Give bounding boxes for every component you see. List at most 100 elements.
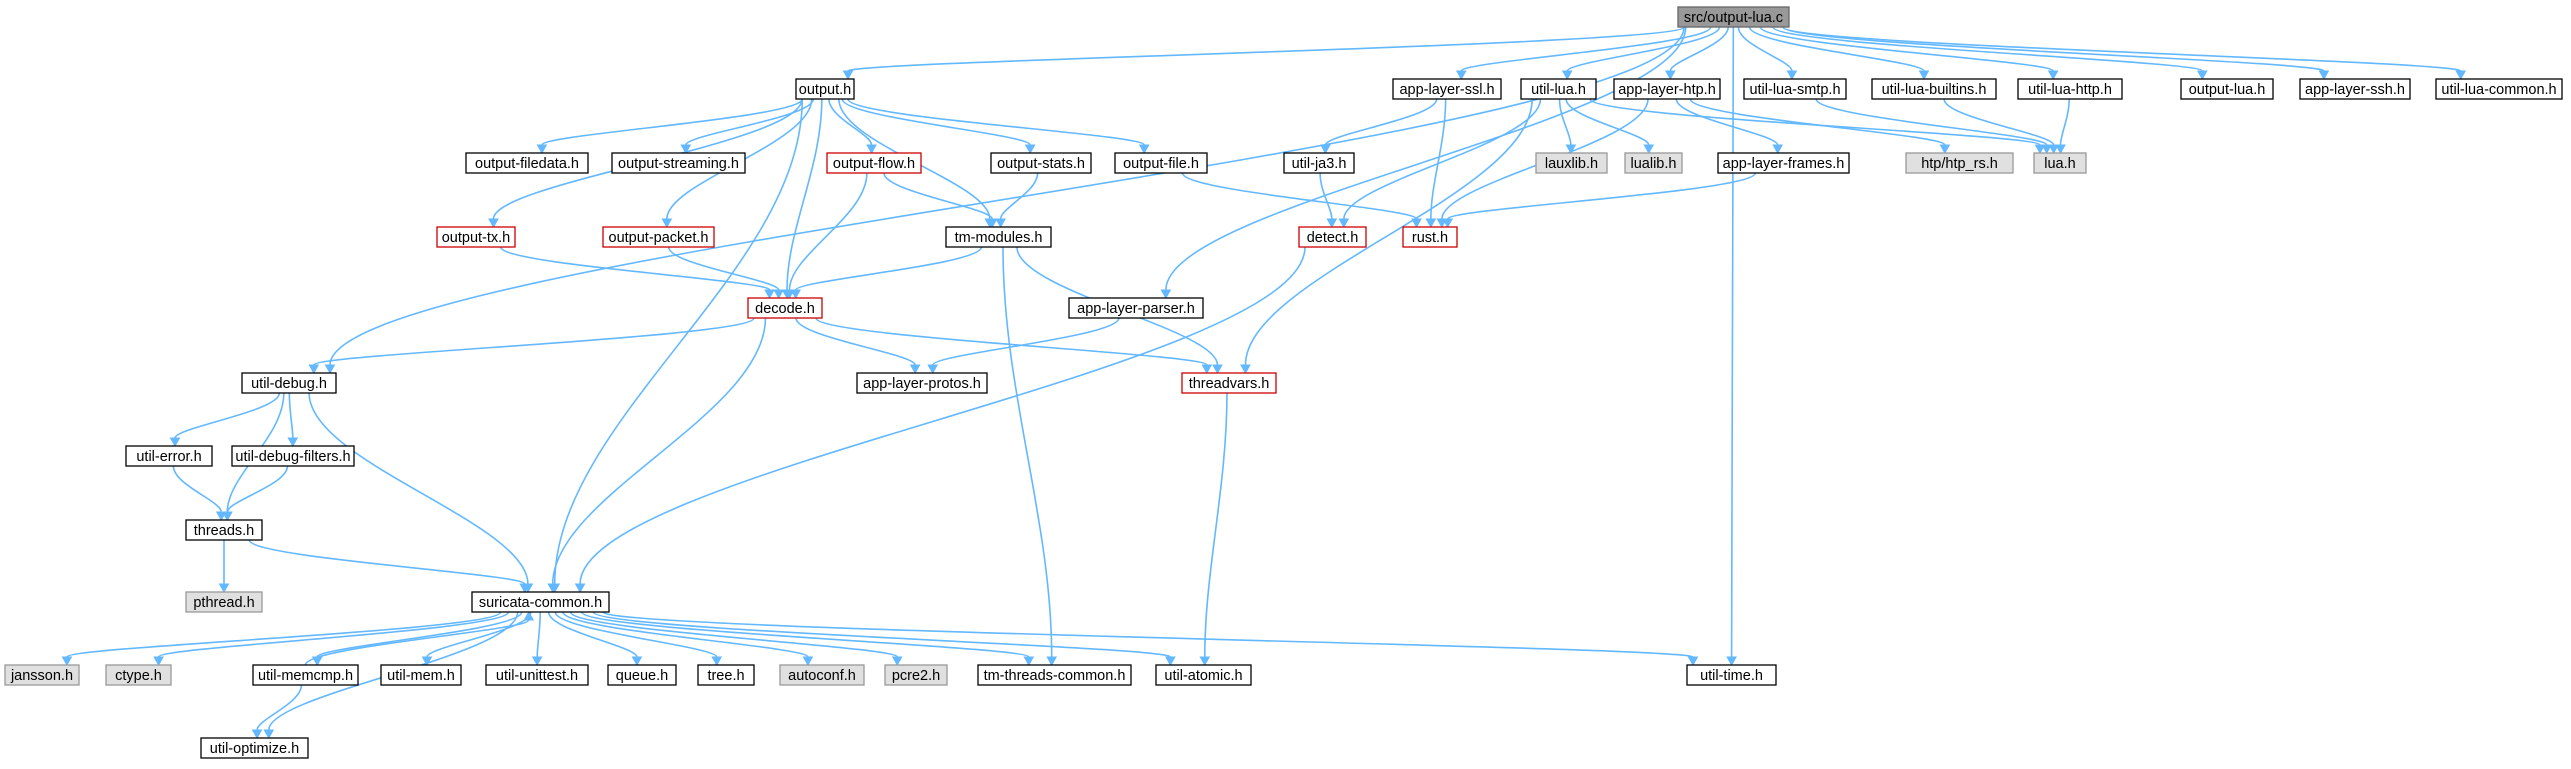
edge-root-to-util-lua-http: [1759, 26, 2059, 81]
node-util-atomic-h[interactable]: util-atomic.h: [1155, 664, 1252, 686]
node-label: output-filedata.h: [475, 156, 579, 172]
edge-arrowhead: [1455, 70, 1467, 81]
node-suricata-common-h[interactable]: suricata-common.h: [471, 591, 610, 613]
edge-line: [1343, 98, 1542, 220]
edge-line: [1748, 26, 1925, 72]
edge-arrowhead: [1561, 70, 1573, 81]
node-box: [1535, 152, 1608, 174]
node-util-lua-builtins-h[interactable]: util-lua-builtins.h: [1871, 78, 1997, 100]
edge-arrowhead: [547, 583, 559, 594]
edge-line: [1319, 172, 1333, 220]
node-app-layer-ssh-h[interactable]: app-layer-ssh.h: [2299, 78, 2411, 100]
node-box: [884, 664, 948, 686]
node-box: [485, 664, 589, 686]
node-decode-h[interactable]: decode.h: [747, 297, 823, 319]
node-app-layer-frames-h[interactable]: app-layer-frames.h: [1717, 152, 1850, 174]
node-app-layer-parser-h[interactable]: app-layer-parser.h: [1068, 297, 1204, 319]
edge-arrowhead: [1326, 218, 1338, 229]
edge-arrowhead: [711, 656, 723, 667]
edge-arrowhead: [1918, 70, 1930, 81]
node-output-stats-h[interactable]: output-stats.h: [990, 152, 1092, 174]
edge-arrowhead: [995, 218, 1006, 229]
node-util-debug-h[interactable]: util-debug.h: [241, 372, 337, 394]
edge-arrowhead: [574, 583, 586, 594]
edge-output-h-to-decode-h: [781, 98, 823, 300]
edge-arrowhead: [287, 437, 299, 448]
edge-arrowhead: [2048, 144, 2060, 155]
node-label: app-layer-frames.h: [1723, 156, 1845, 172]
edge-threadvars-to-util-atomic: [1199, 392, 1228, 667]
edge-line: [1430, 98, 1447, 220]
edge-line: [815, 317, 1208, 366]
node-util-lua-common-h[interactable]: util-lua-common.h: [2435, 78, 2563, 100]
node-util-lua-h[interactable]: util-lua.h: [1520, 78, 1597, 100]
node-box: [1871, 78, 1997, 100]
node-label: lualib.h: [1631, 156, 1677, 172]
node-box: [2180, 78, 2274, 100]
node-rust-h[interactable]: rust.h: [1402, 226, 1458, 248]
edge-util-lua-http-to-lua-h: [2055, 98, 2070, 155]
edge-line: [1669, 26, 1729, 72]
edge-line: [304, 619, 530, 666]
edge-arrowhead: [222, 511, 233, 522]
node-util-unittest-h[interactable]: util-unittest.h: [485, 664, 589, 686]
node-label: suricata-common.h: [479, 595, 602, 611]
node-util-optimize-h[interactable]: util-optimize.h: [200, 737, 309, 759]
node-util-lua-smtp-h[interactable]: util-lua-smtp.h: [1743, 78, 1847, 100]
node-queue-h[interactable]: queue.h: [607, 664, 677, 686]
node-label: queue.h: [616, 668, 668, 684]
edge-line: [847, 98, 1145, 146]
node-label: output.h: [799, 82, 851, 98]
node-output-filedata-h[interactable]: output-filedata.h: [465, 152, 589, 174]
edge-line: [536, 611, 542, 658]
node-util-lua-http-h[interactable]: util-lua-http.h: [2017, 78, 2123, 100]
edge-line: [1782, 26, 2325, 72]
node-output-tx-h[interactable]: output-tx.h: [436, 226, 516, 248]
node-output-lua-h[interactable]: output-lua.h: [2180, 78, 2274, 100]
node-output-packet-h[interactable]: output-packet.h: [602, 226, 715, 248]
edge-arrowhead: [2318, 70, 2330, 81]
node-util-time-h[interactable]: util-time.h: [1686, 664, 1777, 686]
node-label: ctype.h: [115, 668, 162, 684]
node-output-h[interactable]: output.h: [795, 78, 855, 100]
node-app-layer-ssl-h[interactable]: app-layer-ssl.h: [1392, 78, 1502, 100]
edge-root-to-app-layer-ssl: [1455, 26, 1712, 81]
edge-suricata-common-to-queue-h: [547, 611, 643, 667]
edge-arrowhead: [2047, 70, 2059, 81]
node-util-error-h[interactable]: util-error.h: [125, 445, 213, 467]
edge-suricata-common-to-util-time: [602, 611, 1699, 667]
node-threadvars-h[interactable]: threadvars.h: [1181, 372, 1277, 394]
node-src-output-lua-c[interactable]: src/output-lua.c: [1677, 6, 1790, 28]
node-label: app-layer-ssh.h: [2305, 82, 2405, 98]
node-output-file-h[interactable]: output-file.h: [1114, 152, 1208, 174]
edge-app-layer-frames-to-rust-h: [1442, 172, 1757, 229]
node-app-layer-protos-h[interactable]: app-layer-protos.h: [856, 372, 988, 394]
node-box: [1181, 372, 1277, 394]
node-box: [977, 664, 1132, 686]
node-label: threads.h: [194, 523, 254, 539]
node-label: tree.h: [707, 668, 744, 684]
node-label: rust.h: [1412, 230, 1448, 246]
node-lua-h: lua.h: [2033, 152, 2087, 174]
node-util-ja3-h[interactable]: util-ja3.h: [1283, 152, 1355, 174]
node-util-memcmp-h[interactable]: util-memcmp.h: [252, 664, 359, 686]
node-tm-threads-common-h[interactable]: tm-threads-common.h: [977, 664, 1132, 686]
node-tm-modules-h[interactable]: tm-modules.h: [945, 226, 1052, 248]
edge-line: [592, 611, 1172, 658]
node-box: [826, 152, 922, 174]
node-util-debug-filters-h[interactable]: util-debug-filters.h: [231, 445, 355, 467]
node-box: [125, 445, 213, 467]
node-tree-h[interactable]: tree.h: [697, 664, 755, 686]
node-app-layer-htp-h[interactable]: app-layer-htp.h: [1613, 78, 1721, 100]
node-output-streaming-h[interactable]: output-streaming.h: [611, 152, 746, 174]
node-output-flow-h[interactable]: output-flow.h: [826, 152, 922, 174]
node-label: lua.h: [2044, 156, 2075, 172]
edge-output-packet-to-decode-h: [667, 246, 785, 300]
node-label: util-atomic.h: [1164, 668, 1242, 684]
node-detect-h[interactable]: detect.h: [1298, 226, 1367, 248]
edge-decode-h-to-util-debug: [308, 317, 755, 375]
node-threads-h[interactable]: threads.h: [185, 519, 263, 541]
edge-line: [499, 246, 771, 291]
edge-line: [579, 246, 1306, 585]
node-util-mem-h[interactable]: util-mem.h: [380, 664, 462, 686]
